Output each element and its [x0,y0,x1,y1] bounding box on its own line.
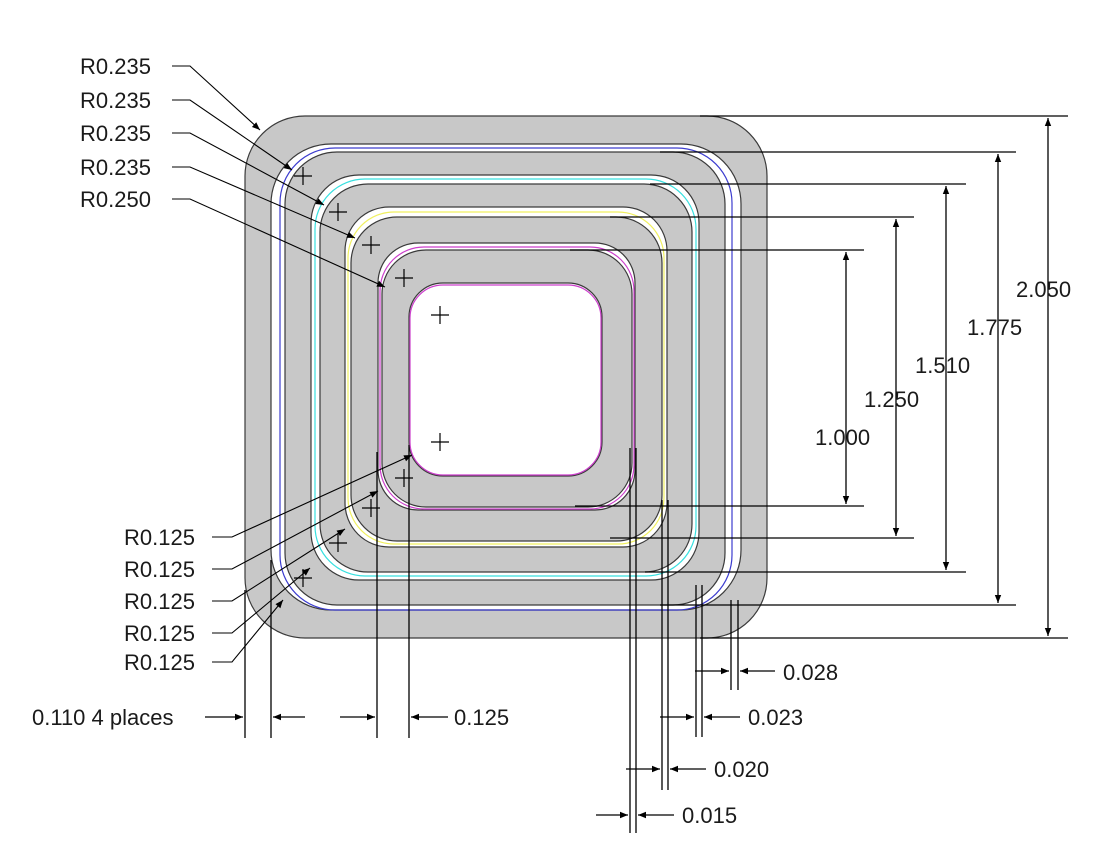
radius-leader [172,65,261,131]
cyan-outline [314,178,697,577]
tube-band-5 [381,249,633,508]
radius-label-bottom-1: R0.125 [124,525,195,550]
radius-label-top-1: R0.235 [80,54,151,79]
radius-leader [172,166,356,239]
height-dim-2050: 2.050 [1016,277,1071,302]
centre-cross [395,269,413,287]
wall-thickness-label: 0.110 4 places [32,705,173,730]
extension-line [629,448,637,833]
radius-label-top-4: R0.235 [80,155,151,180]
radius-leader [212,528,346,602]
extension-line [700,115,1068,639]
extension-line [244,445,410,738]
height-dim-1000: 1.000 [815,425,870,450]
centre-cross [362,236,380,254]
gap-outlines [279,147,733,611]
height-dim-1775: 1.775 [967,315,1022,340]
extension-line [730,600,739,690]
tube-bands [244,115,768,639]
centre-cross [294,167,312,185]
extension-line [695,585,703,737]
centre-cross [431,306,449,324]
gap-dim-0028: 0.028 [783,660,838,685]
top-radius-labels: R0.235 R0.235 R0.235 R0.235 R0.250 [80,54,151,212]
gap-dim-0015: 0.015 [682,803,737,828]
radius-label-bottom-3: R0.125 [124,589,195,614]
centre-marks [294,167,449,587]
extension-line [661,500,669,790]
radius-leader [212,490,379,570]
radius-label-bottom-2: R0.125 [124,557,195,582]
radius-leader [212,599,284,663]
bottom-radius-leaders [212,454,413,663]
height-dim-1250: 1.250 [864,387,919,412]
centre-cross [329,534,347,552]
magenta-inner-outline [409,284,602,476]
radius-leader [172,132,325,206]
centre-cross [395,469,413,487]
height-dimensions: 2.050 1.775 1.510 1.250 1.000 [570,115,1071,639]
extension-line [570,249,864,507]
extension-line [645,183,966,573]
radius-leader [172,198,386,288]
gap-dim-0020: 0.020 [714,757,769,782]
radius-leader [212,567,311,634]
radius-label-bottom-4: R0.125 [124,621,195,646]
radius-leader [172,99,293,171]
blue-outline [279,147,733,611]
radius-label-top-2: R0.235 [80,88,151,113]
centre-cross [329,203,347,221]
height-dim-1510: 1.510 [915,353,970,378]
radius-label-top-5: R0.250 [80,187,151,212]
radius-label-top-3: R0.235 [80,121,151,146]
wall-thickness-value: 0.125 [454,705,509,730]
magenta-outline [379,246,635,510]
wall-thickness-dimensions: 0.110 4 places 0.125 [32,445,509,738]
gap-dim-0023: 0.023 [748,705,803,730]
top-radius-leaders [172,65,386,288]
centre-cross [431,433,449,451]
extension-line [660,151,1016,606]
bottom-radius-labels: R0.125 R0.125 R0.125 R0.125 R0.125 [124,525,195,675]
radius-label-bottom-5: R0.125 [124,650,195,675]
radius-leader [212,454,413,538]
extension-line [610,216,914,539]
gap-dimensions: 0.028 0.023 0.020 0.015 [596,448,838,833]
yellow-outline [347,211,665,545]
